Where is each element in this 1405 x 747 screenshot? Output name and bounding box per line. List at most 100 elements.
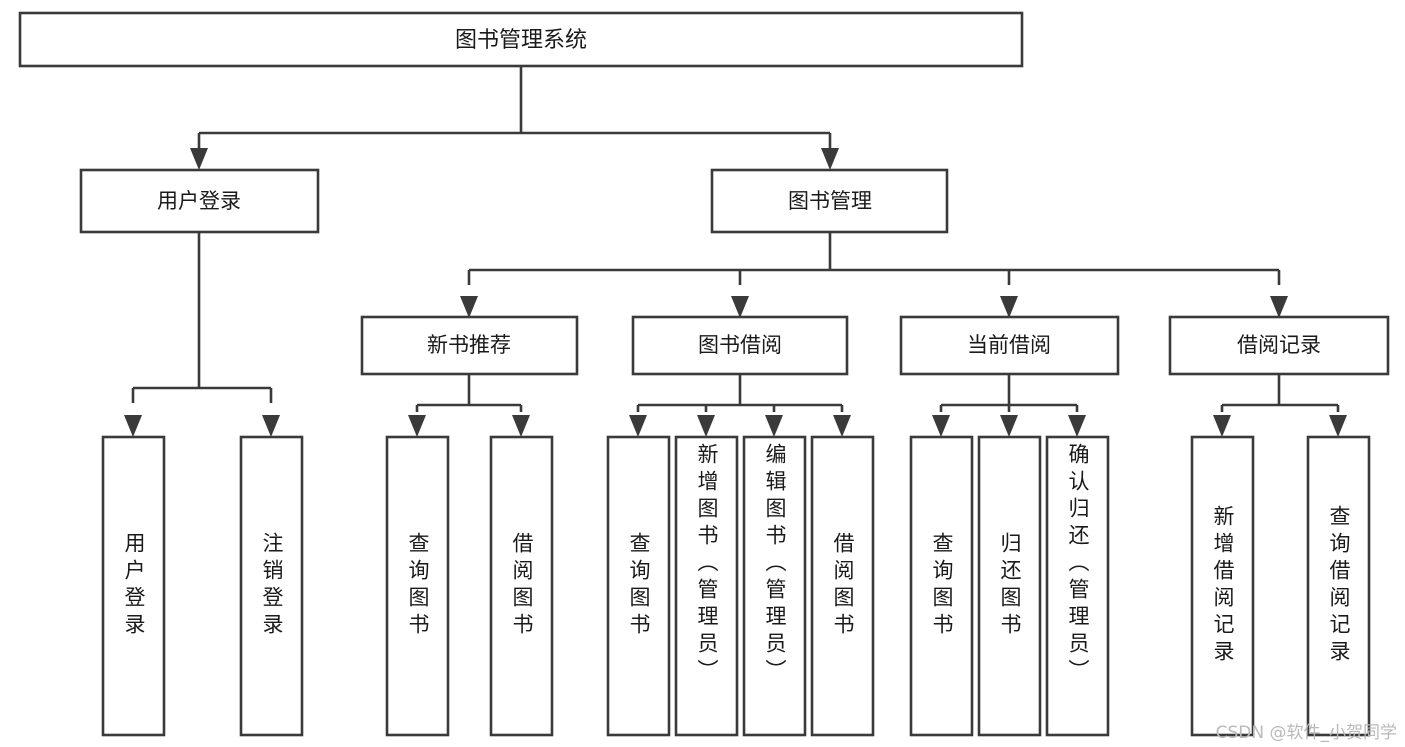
leaf-logout-login-text-wrap: 注销登录 xyxy=(241,437,302,735)
leaf-borrow-book-1[interactable]: 借阅图书 xyxy=(489,435,554,737)
csdn-watermark: CSDN @软件_小贺同学 xyxy=(1215,723,1397,743)
leaf-query-book-2-label: 查询图书 xyxy=(627,532,651,640)
leaf-return-book-vtext-container: 归还图书 xyxy=(979,437,1040,735)
arrow-leaf-user-login xyxy=(124,415,142,437)
leaf-logout-login-box[interactable] xyxy=(239,435,304,737)
node-root[interactable]: 图书管理系统 xyxy=(18,11,1024,68)
leaf-query-book-2[interactable]: 查询图书 xyxy=(606,435,671,737)
leaf-borrow-book-1-vtext-container: 借阅图书 xyxy=(491,437,552,735)
node-new-book-recommend-label: 新书推荐 xyxy=(427,333,511,357)
leaf-add-book-vtext-container: 新增图书（管理员） xyxy=(676,437,737,735)
leaf-borrow-book-2-label: 借阅图书 xyxy=(831,532,855,640)
arrow-leaf-logout-login xyxy=(262,415,280,437)
arrow-borrow-record xyxy=(1270,296,1288,318)
leaf-borrow-book-2-vtext-container: 借阅图书 xyxy=(812,437,873,735)
node-current-borrow-box[interactable] xyxy=(899,315,1120,376)
arrow-leaf-add-book xyxy=(697,415,715,437)
node-book-management[interactable]: 图书管理 xyxy=(710,168,949,234)
arrow-leaf-query-record xyxy=(1329,415,1347,437)
leaf-add-book-text-wrap: 新增图书（管理员） xyxy=(676,437,737,735)
leaf-edit-book-label: 编辑图书（管理员） xyxy=(763,443,787,686)
leaf-return-book[interactable]: 归还图书 xyxy=(977,435,1042,737)
arrow-leaf-query-book-2 xyxy=(629,415,647,437)
arrow-leaf-query-book-3 xyxy=(932,415,950,437)
arrow-book-borrow xyxy=(731,296,749,318)
leaf-query-book-1-label: 查询图书 xyxy=(406,532,430,640)
leaf-add-record-vtext-container: 新增借阅记录 xyxy=(1192,437,1253,735)
leaf-add-book-label: 新增图书（管理员） xyxy=(695,443,719,686)
arrow-current-borrow xyxy=(1000,296,1018,318)
node-user-login-box[interactable] xyxy=(79,168,320,234)
leaf-query-record-vtext-container: 查询借阅记录 xyxy=(1308,437,1369,735)
leaf-add-record-box[interactable] xyxy=(1190,435,1255,737)
node-new-book-recommend[interactable]: 新书推荐 xyxy=(360,315,579,376)
node-borrow-record[interactable]: 借阅记录 xyxy=(1168,315,1390,376)
leaf-borrow-book-2-box[interactable] xyxy=(810,435,875,737)
leaf-user-login-label: 用户登录 xyxy=(122,532,146,640)
node-book-management-label: 图书管理 xyxy=(788,189,872,213)
arrow-new-book-recommend xyxy=(460,296,478,318)
leaf-query-book-2-box[interactable] xyxy=(606,435,671,737)
arrow-leaf-return-book xyxy=(1000,415,1018,437)
leaf-return-book-label: 归还图书 xyxy=(998,532,1022,640)
arrow-leaf-query-book-1 xyxy=(408,415,426,437)
node-root-box[interactable] xyxy=(18,11,1024,68)
leaf-query-book-2-text-wrap: 查询图书 xyxy=(627,532,651,640)
leaf-query-book-1-box[interactable] xyxy=(385,435,450,737)
leaf-borrow-book-2-text-wrap: 借阅图书 xyxy=(812,437,873,735)
node-book-borrow-box[interactable] xyxy=(631,315,849,376)
connector-layer xyxy=(124,66,1347,437)
arrow-leaf-borrow-book-1 xyxy=(512,415,530,437)
node-current-borrow-label: 当前借阅 xyxy=(967,333,1051,357)
leaf-edit-book-text-wrap: 编辑图书（管理员） xyxy=(744,437,805,735)
leaf-user-login-text-wrap: 用户登录 xyxy=(122,532,146,640)
leaf-query-record-label: 查询借阅记录 xyxy=(1327,505,1351,667)
arrow-leaf-add-record xyxy=(1213,415,1231,437)
arrow-book-management xyxy=(821,148,839,170)
node-new-book-recommend-box[interactable] xyxy=(360,315,579,376)
leaf-confirm-return-vtext-container: 确认归还（管理员） xyxy=(1047,437,1108,735)
leaf-edit-book-vtext-container: 编辑图书（管理员） xyxy=(744,437,805,735)
leaf-query-book-1[interactable]: 查询图书 xyxy=(385,435,450,737)
node-current-borrow[interactable]: 当前借阅 xyxy=(899,315,1120,376)
leaf-logout-login-vtext-container: 注销登录 xyxy=(241,437,302,735)
leaf-query-book-3-box[interactable] xyxy=(909,435,974,737)
leaf-borrow-book-1-box[interactable] xyxy=(489,435,554,737)
leaf-query-book-3-label: 查询图书 xyxy=(930,532,954,640)
leaf-edit-book-box[interactable] xyxy=(742,435,807,737)
leaf-confirm-return[interactable]: 确认归还（管理员） xyxy=(1045,435,1110,737)
leaf-borrow-book-1-text-wrap: 借阅图书 xyxy=(491,437,552,735)
leaf-query-book-1-vtext-container: 查询图书 xyxy=(387,437,448,735)
node-user-login[interactable]: 用户登录 xyxy=(79,168,320,234)
leaf-add-record-text-wrap: 新增借阅记录 xyxy=(1192,437,1253,735)
leaf-return-book-text-wrap: 归还图书 xyxy=(979,437,1040,735)
arrow-leaf-borrow-book-2 xyxy=(833,415,851,437)
leaf-add-book-box[interactable] xyxy=(674,435,739,737)
arrow-user-login xyxy=(190,148,208,170)
arrow-leaf-confirm-return xyxy=(1068,415,1086,437)
node-book-management-box[interactable] xyxy=(710,168,949,234)
leaf-query-book-1-text-wrap: 查询图书 xyxy=(387,437,448,735)
leaf-add-record[interactable]: 新增借阅记录 xyxy=(1190,435,1255,737)
leaf-edit-book[interactable]: 编辑图书（管理员） xyxy=(742,435,807,737)
leaf-confirm-return-text-wrap: 确认归还（管理员） xyxy=(1047,437,1108,735)
leaf-user-login-box[interactable] xyxy=(101,435,166,737)
leaf-borrow-book-2[interactable]: 借阅图书 xyxy=(810,435,875,737)
leaf-return-book-box[interactable] xyxy=(977,435,1042,737)
leaf-user-login[interactable]: 用户登录 xyxy=(101,435,166,737)
leaf-add-book[interactable]: 新增图书（管理员） xyxy=(674,435,739,737)
leaf-query-record[interactable]: 查询借阅记录 xyxy=(1306,435,1371,737)
leaf-confirm-return-label: 确认归还（管理员） xyxy=(1066,443,1090,686)
leaf-query-record-box[interactable] xyxy=(1306,435,1371,737)
leaf-logout-login[interactable]: 注销登录 xyxy=(239,435,304,737)
leaf-query-book-3-vtext-container: 查询图书 xyxy=(911,437,972,735)
leaf-logout-login-label: 注销登录 xyxy=(260,532,284,640)
node-book-borrow[interactable]: 图书借阅 xyxy=(631,315,849,376)
node-user-login-label: 用户登录 xyxy=(157,189,241,213)
node-borrow-record-box[interactable] xyxy=(1168,315,1390,376)
leaf-confirm-return-box[interactable] xyxy=(1045,435,1110,737)
node-root-label: 图书管理系统 xyxy=(455,28,587,53)
leaf-query-book-3[interactable]: 查询图书 xyxy=(909,435,974,737)
